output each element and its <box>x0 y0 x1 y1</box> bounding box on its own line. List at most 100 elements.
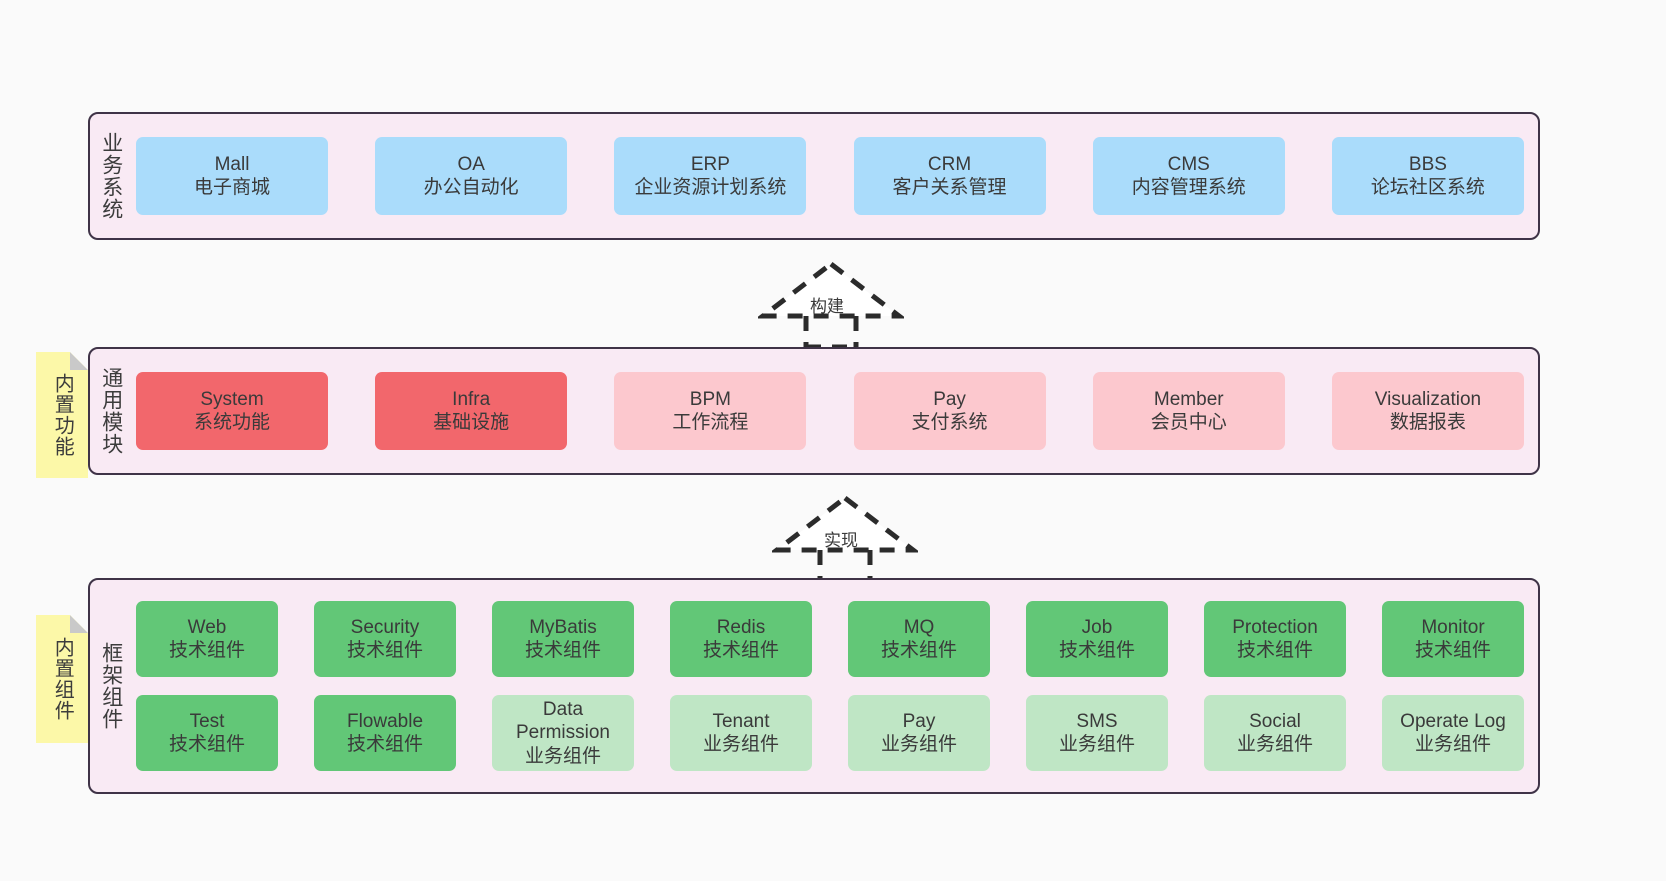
band-general-modules: 通用模块 System 系统功能 Infra 基础设施 BPM 工作流程 Pay <box>88 347 1540 475</box>
node-protection[interactable]: Protection 技术组件 <box>1204 601 1346 677</box>
node-security-desc: 技术组件 <box>346 640 423 661</box>
note-builtin-features: 内置功能 <box>36 352 88 478</box>
node-infra-name: Infra <box>452 388 491 410</box>
node-pay-component-desc: 业务组件 <box>880 734 957 755</box>
node-pay-module-desc: 支付系统 <box>911 412 988 433</box>
node-mybatis[interactable]: MyBatis 技术组件 <box>492 601 634 677</box>
node-redis-name: Redis <box>716 616 766 638</box>
node-test-name: Test <box>189 710 225 732</box>
node-flowable-desc: 技术组件 <box>346 734 423 755</box>
band-modules-body: System 系统功能 Infra 基础设施 BPM 工作流程 Pay 支付系统… <box>132 349 1538 473</box>
node-web-name: Web <box>187 616 227 638</box>
band-business-body: Mall 电子商城 OA 办公自动化 ERP 企业资源计划系统 CRM 客户关系… <box>132 114 1538 238</box>
band-framework-row-2: Test 技术组件 Flowable 技术组件 Data Permission … <box>136 695 1524 771</box>
node-redis-desc: 技术组件 <box>702 640 779 661</box>
node-protection-name: Protection <box>1232 616 1318 638</box>
node-bpm-desc: 工作流程 <box>672 412 749 433</box>
node-mall-desc: 电子商城 <box>193 177 270 198</box>
node-web[interactable]: Web 技术组件 <box>136 601 278 677</box>
node-oa-name: OA <box>457 153 485 175</box>
node-mall[interactable]: Mall 电子商城 <box>136 137 328 215</box>
node-cms-desc: 内容管理系统 <box>1131 177 1246 198</box>
node-test-desc: 技术组件 <box>168 734 245 755</box>
node-erp[interactable]: ERP 企业资源计划系统 <box>614 137 807 215</box>
band-business-row: Mall 电子商城 OA 办公自动化 ERP 企业资源计划系统 CRM 客户关系… <box>136 137 1524 215</box>
band-framework-row-1: Web 技术组件 Security 技术组件 MyBatis 技术组件 Redi… <box>136 601 1524 677</box>
node-bpm[interactable]: BPM 工作流程 <box>614 372 807 450</box>
node-bbs-desc: 论坛社区系统 <box>1370 177 1485 198</box>
node-social-desc: 业务组件 <box>1236 734 1313 755</box>
band-modules-title: 通用模块 <box>99 367 123 455</box>
node-infra-desc: 基础设施 <box>433 412 510 433</box>
node-tenant-desc: 业务组件 <box>702 734 779 755</box>
note-fold-icon <box>70 615 88 633</box>
node-crm-name: CRM <box>927 153 972 175</box>
node-crm[interactable]: CRM 客户关系管理 <box>853 137 1046 215</box>
node-crm-desc: 客户关系管理 <box>892 177 1007 198</box>
node-data-permission-desc: 业务组件 <box>524 745 601 767</box>
node-job[interactable]: Job 技术组件 <box>1026 601 1168 677</box>
node-monitor-name: Monitor <box>1421 616 1485 638</box>
node-infra[interactable]: Infra 基础设施 <box>375 372 568 450</box>
node-social-name: Social <box>1249 710 1301 732</box>
node-web-desc: 技术组件 <box>168 640 245 661</box>
node-pay-component-name: Pay <box>902 710 936 732</box>
note-builtin-components-text: 内置组件 <box>51 637 74 721</box>
node-redis[interactable]: Redis 技术组件 <box>670 601 812 677</box>
node-member[interactable]: Member 会员中心 <box>1092 372 1285 450</box>
node-mall-name: Mall <box>214 153 250 175</box>
node-pay-component[interactable]: Pay 业务组件 <box>848 695 990 771</box>
node-mybatis-name: MyBatis <box>529 616 597 638</box>
node-bbs[interactable]: BBS 论坛社区系统 <box>1331 137 1524 215</box>
node-cms-name: CMS <box>1167 153 1210 175</box>
node-protection-desc: 技术组件 <box>1236 640 1313 661</box>
node-tenant-name: Tenant <box>712 710 770 732</box>
node-flowable[interactable]: Flowable 技术组件 <box>314 695 456 771</box>
node-sms[interactable]: SMS 业务组件 <box>1026 695 1168 771</box>
node-social[interactable]: Social 业务组件 <box>1204 695 1346 771</box>
node-job-desc: 技术组件 <box>1058 640 1135 661</box>
node-visualization[interactable]: Visualization 数据报表 <box>1331 372 1524 450</box>
node-pay-module-name: Pay <box>933 388 966 410</box>
node-sms-desc: 业务组件 <box>1058 734 1135 755</box>
connector-implement-label: 实现 <box>824 531 858 550</box>
node-bpm-name: BPM <box>689 388 731 410</box>
node-test[interactable]: Test 技术组件 <box>136 695 278 771</box>
node-mq[interactable]: MQ 技术组件 <box>848 601 990 677</box>
band-modules-row: System 系统功能 Infra 基础设施 BPM 工作流程 Pay 支付系统… <box>136 372 1524 450</box>
band-business-title: 业务系统 <box>99 132 123 220</box>
node-sms-name: SMS <box>1076 710 1118 732</box>
node-visualization-desc: 数据报表 <box>1389 412 1466 433</box>
node-security-name: Security <box>350 616 420 638</box>
node-data-permission-name: Data Permission <box>516 699 610 744</box>
band-framework-components: 框架组件 Web 技术组件 Security 技术组件 MyBatis 技术组件… <box>88 578 1540 794</box>
band-business-systems: 业务系统 Mall 电子商城 OA 办公自动化 ERP 企业资源计划系统 CRM <box>88 112 1540 240</box>
note-builtin-components: 内置组件 <box>36 615 88 743</box>
node-job-name: Job <box>1081 616 1113 638</box>
node-mq-name: MQ <box>903 616 935 638</box>
node-security[interactable]: Security 技术组件 <box>314 601 456 677</box>
connector-build-label: 构建 <box>810 297 844 316</box>
node-oa[interactable]: OA 办公自动化 <box>375 137 568 215</box>
node-system-name: System <box>200 388 264 410</box>
node-erp-name: ERP <box>690 153 730 175</box>
node-visualization-name: Visualization <box>1374 388 1482 410</box>
node-system-desc: 系统功能 <box>193 412 270 433</box>
node-oa-desc: 办公自动化 <box>423 177 519 198</box>
node-system[interactable]: System 系统功能 <box>136 372 328 450</box>
note-fold-icon <box>70 352 88 370</box>
node-pay-module[interactable]: Pay 支付系统 <box>853 372 1046 450</box>
band-framework-body: Web 技术组件 Security 技术组件 MyBatis 技术组件 Redi… <box>132 580 1538 792</box>
node-data-permission[interactable]: Data Permission 业务组件 <box>492 695 634 771</box>
band-framework-title: 框架组件 <box>99 642 123 730</box>
node-monitor[interactable]: Monitor 技术组件 <box>1382 601 1524 677</box>
note-builtin-features-text: 内置功能 <box>51 373 74 457</box>
node-erp-desc: 企业资源计划系统 <box>634 177 787 198</box>
node-operate-log-name: Operate Log <box>1400 710 1506 732</box>
node-bbs-name: BBS <box>1408 153 1447 175</box>
node-operate-log[interactable]: Operate Log 业务组件 <box>1382 695 1524 771</box>
node-tenant[interactable]: Tenant 业务组件 <box>670 695 812 771</box>
node-operate-log-desc: 业务组件 <box>1414 734 1491 755</box>
node-cms[interactable]: CMS 内容管理系统 <box>1092 137 1285 215</box>
